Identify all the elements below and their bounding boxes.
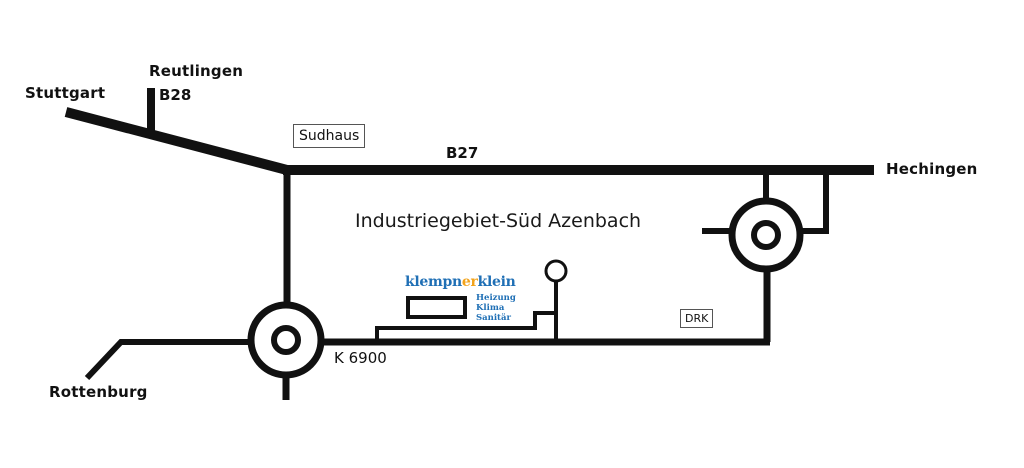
company-name-part2: klein — [477, 274, 516, 290]
map-title: Industriegebiet-Süd Azenbach — [355, 210, 642, 232]
label-b28: B28 — [159, 86, 192, 104]
location-pin-icon — [544, 259, 568, 283]
company-name-part1: klempn — [405, 274, 462, 290]
label-reutlingen: Reutlingen — [149, 62, 244, 80]
label-rottenburg: Rottenburg — [49, 383, 148, 401]
company-name-accent: er — [461, 274, 478, 290]
service-heizung: Heizung — [476, 293, 516, 303]
label-stuttgart: Stuttgart — [25, 84, 106, 102]
service-klima: Klima — [476, 303, 505, 313]
road-access — [375, 311, 556, 342]
service-sanitaer: Sanitär — [476, 313, 511, 323]
label-hechingen: Hechingen — [886, 160, 978, 178]
road-stuttgart — [64, 107, 289, 175]
road-rottenburg — [84, 339, 250, 381]
company-logo: klempnerklein — [405, 271, 516, 290]
roundabout-icon — [728, 197, 804, 273]
building-icon — [406, 296, 467, 319]
label-b27: B27 — [446, 144, 479, 162]
road-east-loop — [800, 170, 829, 234]
label-k6900: K 6900 — [334, 349, 387, 367]
roundabout-icon — [247, 301, 325, 379]
landmark-sudhaus: Sudhaus — [293, 124, 366, 148]
company-services: Heizung Klima Sanitär — [476, 293, 516, 323]
landmark-drk: DRK — [680, 309, 714, 328]
